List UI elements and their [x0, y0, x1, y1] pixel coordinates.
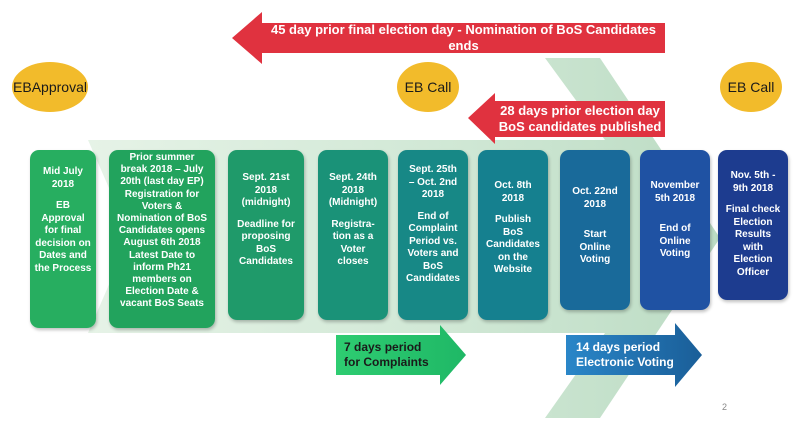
- card-line: Officer: [736, 266, 770, 278]
- card-line: break 2018 – July: [120, 164, 204, 176]
- card-line: Candidates: [406, 273, 460, 284]
- card-line: – Oct. 2nd: [408, 176, 458, 188]
- card-line: End of: [417, 210, 449, 222]
- card-line: Nomination of BoS: [117, 213, 207, 225]
- card-line: Publish: [494, 214, 532, 225]
- card-line: on the: [498, 251, 528, 263]
- card-line: November: [650, 180, 700, 191]
- card-line: 2018: [51, 178, 75, 190]
- card-line: Period vs.: [409, 235, 457, 247]
- card-line: Candidates: [239, 256, 293, 267]
- card-line: Oct. 22nd: [572, 186, 618, 197]
- card-line: inform Ph21: [133, 261, 191, 273]
- card-line: Start: [583, 229, 607, 240]
- card-line: for final: [44, 225, 82, 236]
- eb-approval-milestone: EBApproval: [12, 62, 88, 112]
- card-line: vacant BoS Seats: [120, 298, 204, 310]
- mid-banner-text: 28 days prior election day BoS candidate…: [495, 101, 665, 137]
- card-line: proposing: [241, 231, 291, 242]
- complaints-period-line2: for Complaints: [344, 355, 429, 369]
- card-line: Complaint: [408, 223, 458, 234]
- card-line: 2018: [583, 198, 607, 210]
- card-line: tion as a: [332, 231, 374, 242]
- eb-call-label-1: EB Call: [404, 79, 452, 95]
- card-line: Sept. 24th: [329, 172, 377, 183]
- card-line: 2018: [421, 189, 445, 200]
- card-line: Oct. 8th: [494, 180, 532, 191]
- card-line: BoS: [423, 260, 443, 272]
- card-line: Candidates: [486, 239, 540, 250]
- card-line: 2018: [254, 184, 278, 196]
- card-line: Prior summer: [129, 152, 195, 163]
- card-line: Candidates opens: [118, 225, 206, 237]
- card-line: Registration for: [124, 188, 200, 200]
- card-line: Approval: [41, 212, 85, 224]
- eb-approval-label: EBApproval: [13, 79, 87, 95]
- card-line: Sept. 21st: [242, 172, 290, 183]
- card-line: End of: [659, 223, 691, 234]
- eb-call-label-2: EB Call: [727, 79, 775, 95]
- card-line: Registra-: [331, 218, 375, 230]
- card-line: 2018: [501, 192, 525, 204]
- card-line: Mid July: [42, 166, 83, 177]
- card-line: 20th (last day EP): [120, 176, 204, 188]
- card-line: EB: [56, 200, 70, 211]
- card-line: Deadline for: [237, 218, 295, 230]
- card-line: BoS: [256, 243, 276, 255]
- card-line: Election Date &: [125, 286, 199, 298]
- voting-period-line2: Electronic Voting: [576, 355, 674, 369]
- eb-call-milestone-2: EB Call: [720, 62, 782, 112]
- card-line: 2018: [341, 184, 365, 196]
- card-line: Election: [733, 254, 773, 265]
- card-line: Election: [733, 216, 773, 228]
- card-line: 5th 2018: [654, 192, 696, 204]
- card-line: (Midnight): [328, 197, 378, 208]
- card-line: (midnight): [241, 197, 291, 208]
- mid-banner-line1: 28 days prior election day: [500, 103, 660, 118]
- card-line: Nov. 5th -: [730, 170, 776, 181]
- card-line: Voters &: [141, 200, 183, 212]
- card-line: Voter: [340, 243, 366, 255]
- card-line: Final check: [725, 204, 781, 215]
- card-line: with: [743, 241, 763, 253]
- voting-period-line1: 14 days period: [576, 340, 661, 354]
- card-line: Dates and: [39, 250, 87, 261]
- card-line: BoS: [503, 226, 523, 238]
- top-banner-text: 45 day prior final election day - Nomina…: [270, 22, 656, 53]
- mid-banner-line2: BoS candidates published: [498, 119, 662, 134]
- voting-period-text: 14 days period Electronic Voting: [576, 340, 674, 370]
- card-line: members on: [132, 274, 192, 286]
- card-line: Voting: [579, 254, 611, 265]
- card-line: Results: [734, 229, 772, 240]
- card-line: Website: [493, 264, 533, 275]
- card-line: Voting: [659, 248, 691, 259]
- complaints-period-text: 7 days period for Complaints: [344, 340, 429, 370]
- card-line: Online: [659, 235, 691, 247]
- card-line: Voters and: [407, 248, 459, 259]
- card-line: Online: [579, 241, 611, 253]
- complaints-period-line1: 7 days period: [344, 340, 422, 354]
- card-line: 9th 2018: [732, 182, 774, 194]
- card-line: August 6th 2018: [123, 237, 201, 249]
- card-line: the Process: [34, 262, 92, 274]
- card-line: closes: [337, 256, 369, 267]
- card-line: Latest Date to: [128, 249, 196, 261]
- page-number: 2: [721, 402, 727, 412]
- eb-call-milestone-1: EB Call: [397, 62, 459, 112]
- card-line: decision on: [35, 237, 91, 249]
- card-line: Sept. 25th: [409, 164, 457, 175]
